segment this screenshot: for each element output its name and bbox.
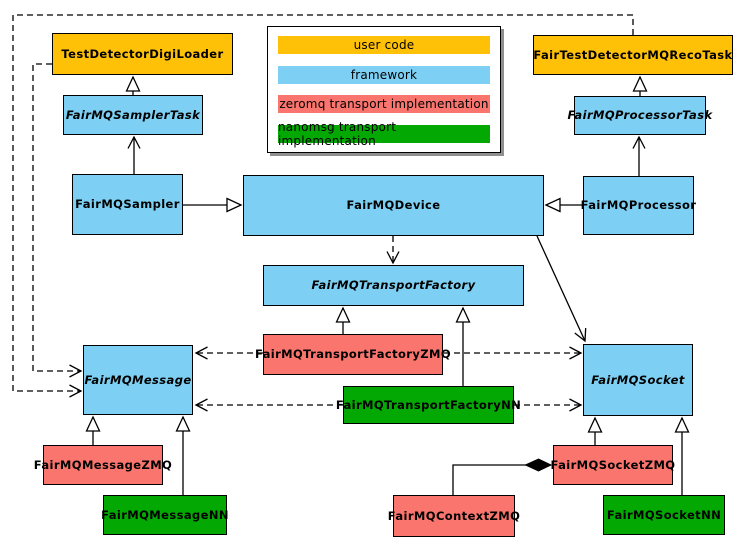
node-label: FairMQTransportFactoryZMQ xyxy=(255,347,452,362)
edge-recotask-message-dependency xyxy=(12,14,634,398)
node-label: FairMQContextZMQ xyxy=(387,508,521,523)
node-label: FairMQProcessorTask xyxy=(567,108,713,123)
node-fairmqmessage: FairMQMessage xyxy=(83,345,193,415)
node-fairmqmessagenn: FairMQMessageNN xyxy=(101,495,228,535)
legend-label: user code xyxy=(353,38,415,52)
node-label: FairMQDevice xyxy=(346,198,441,213)
edge-digiloader-message-dependency xyxy=(32,63,83,378)
node-fairmqtransportfactoryzmq: FairMQTransportFactoryZMQ xyxy=(255,334,451,375)
node-fairmqsocket: FairMQSocket xyxy=(583,344,693,416)
node-label: TestDetectorDigiLoader xyxy=(61,46,224,61)
node-fairmqtransportfactory: FairMQTransportFactory xyxy=(263,265,524,306)
node-label: FairMQSocket xyxy=(591,372,685,387)
legend-label: zeromq transport implementation xyxy=(279,97,489,112)
node-fairmqcontextzmq: FairMQContextZMQ xyxy=(388,495,520,537)
node-fairmqtransportfactorynn: FairMQTransportFactoryNN xyxy=(336,386,521,424)
node-fairmqdevice: FairMQDevice xyxy=(243,175,544,236)
node-testdetectordigiloader: TestDetectorDigiLoader xyxy=(52,33,233,75)
node-fairmqsampler: FairMQSampler xyxy=(72,174,183,235)
legend-label: framework xyxy=(350,67,418,82)
node-fairmqsamplertask: FairMQSamplerTask xyxy=(63,95,203,135)
node-label: FairMQSamplerTask xyxy=(65,107,201,122)
node-label: FairMQMessageZMQ xyxy=(33,457,173,472)
node-label: FairMQProcessor xyxy=(580,198,697,213)
node-label: FairMQMessage xyxy=(84,372,192,387)
node-fairmqsocketnn: FairMQSocketNN xyxy=(603,495,725,535)
node-label: FairMQTransportFactory xyxy=(311,278,476,293)
edge-device-socket-association xyxy=(536,235,587,343)
node-fairtestdetectormqrecotask: FairTestDetectorMQRecoTask xyxy=(533,35,733,75)
legend-item-user-code: user code xyxy=(278,36,490,54)
node-fairmqmessagezmq: FairMQMessageZMQ xyxy=(34,445,172,485)
legend-item-nanomsg: nanomsg transport implementation xyxy=(278,120,490,148)
node-label: FairMQSocketNN xyxy=(606,507,722,522)
legend-label: nanomsg transport implementation xyxy=(278,119,397,148)
node-label: FairMQSocketZMQ xyxy=(550,457,676,472)
edge-contextzmq-socketzmq-composition xyxy=(452,458,553,495)
node-fairmqprocessortask: FairMQProcessorTask xyxy=(568,96,712,135)
node-fairmqprocessor: FairMQProcessor xyxy=(581,176,696,235)
node-label: FairMQSampler xyxy=(75,197,180,212)
node-label: FairTestDetectorMQRecoTask xyxy=(533,47,733,62)
legend-item-zeromq: zeromq transport implementation xyxy=(278,95,490,114)
node-label: FairMQTransportFactoryNN xyxy=(335,397,522,412)
legend-item-framework: framework xyxy=(278,65,490,84)
node-label: FairMQMessageNN xyxy=(101,507,229,522)
legend: user code framework zeromq transport imp… xyxy=(267,26,501,153)
node-fairmqsocketzmq: FairMQSocketZMQ xyxy=(551,445,675,485)
